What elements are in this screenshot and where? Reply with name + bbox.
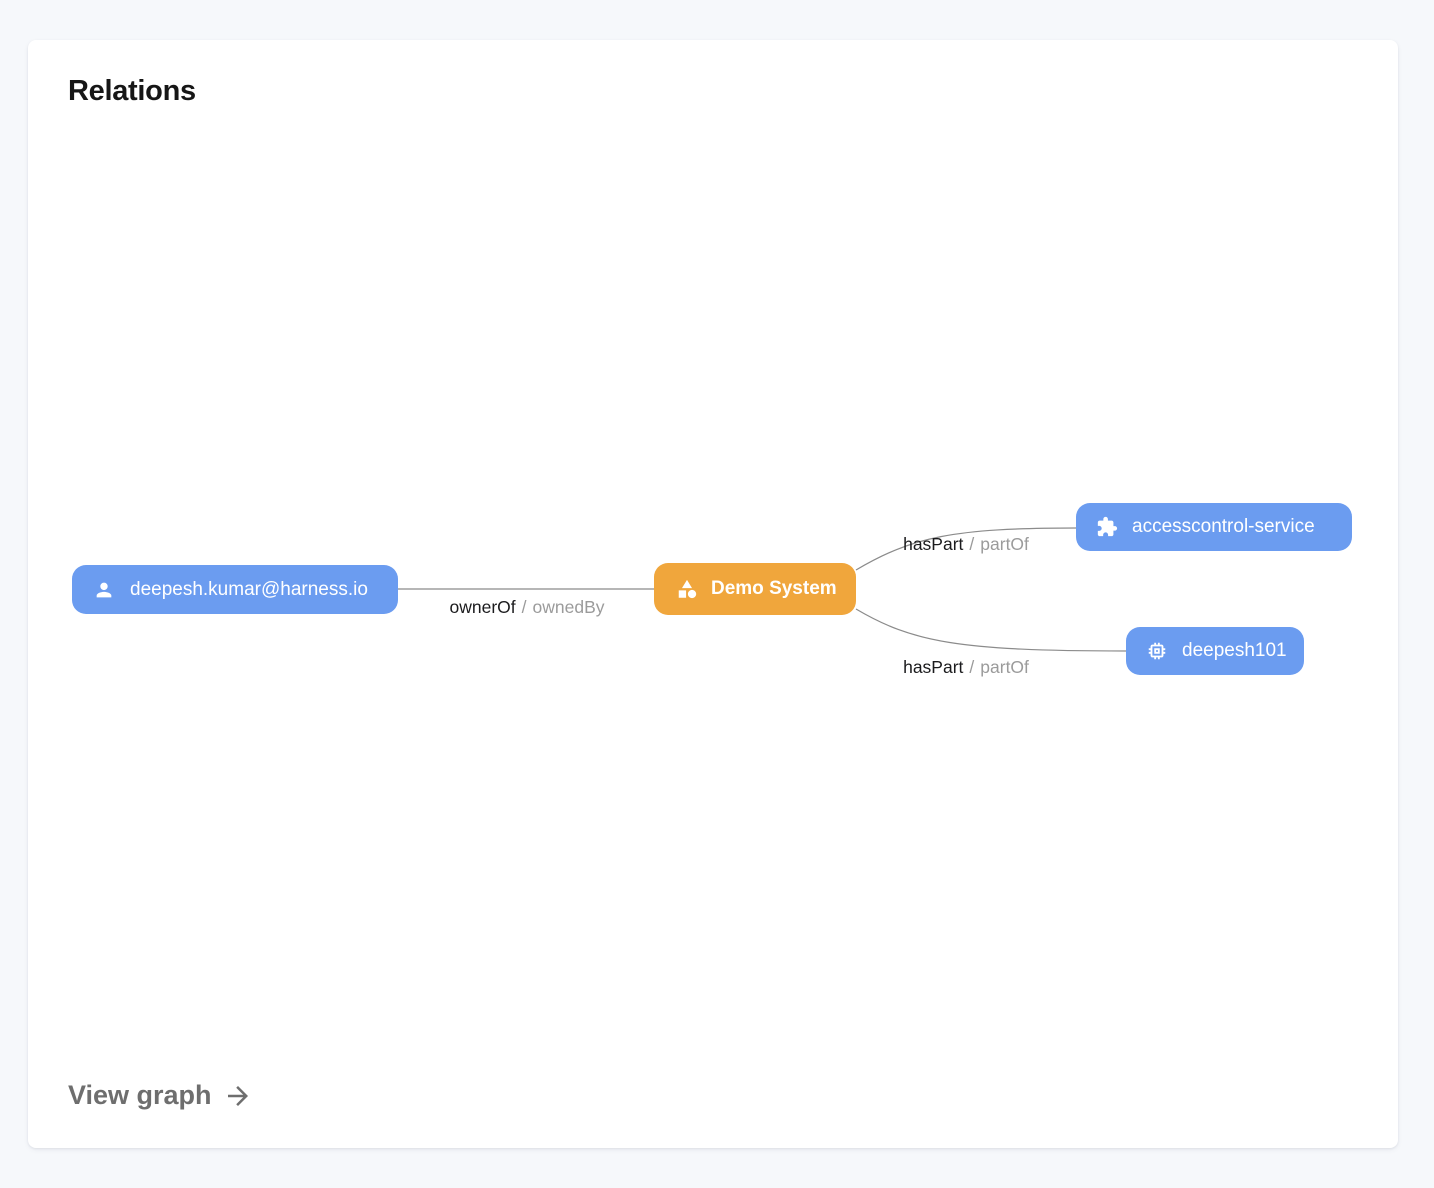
node-demo-system[interactable]: Demo System [654, 563, 856, 615]
view-graph-label: View graph [68, 1079, 212, 1110]
edge-label-primary: hasPart [903, 657, 964, 677]
card-title: Relations [68, 75, 196, 107]
node-deepesh101[interactable]: deepesh101 [1126, 627, 1304, 675]
edge-label-secondary: partOf [980, 657, 1029, 677]
edge-label-separator: / [969, 657, 975, 677]
arrow-right-icon [227, 1086, 248, 1106]
view-graph-link[interactable]: View graph [68, 1079, 253, 1111]
edge-label-secondary: ownedBy [532, 597, 605, 617]
person-icon [96, 582, 112, 597]
extension-icon [1097, 516, 1118, 537]
memory-icon [1148, 642, 1166, 660]
node-user[interactable]: deepesh.kumar@harness.io [72, 565, 398, 614]
node-label: Demo System [711, 578, 837, 599]
edge-label-ownerof: ownerOf / ownedBy [449, 596, 604, 619]
node-label: deepesh.kumar@harness.io [130, 578, 368, 600]
edge-label-secondary: partOf [980, 534, 1029, 554]
node-accesscontrol-service[interactable]: accesscontrol-service [1076, 503, 1352, 551]
relations-graph: deepesh.kumar@harness.io Demo System acc… [28, 40, 1398, 1148]
edge-label-separator: / [969, 534, 975, 554]
edge-haspart-bottom-line [855, 608, 1127, 652]
edge-label-separator: / [521, 597, 527, 617]
node-label: deepesh101 [1182, 640, 1287, 661]
node-label: accesscontrol-service [1132, 516, 1315, 537]
edge-label-haspart-top: hasPart / partOf [903, 533, 1029, 556]
edge-label-haspart-bottom: hasPart / partOf [903, 656, 1029, 679]
relations-card: Relations deepesh.kumar@harness.io Demo … [28, 40, 1398, 1148]
category-icon [678, 579, 697, 599]
edge-label-primary: hasPart [903, 534, 964, 554]
edge-label-primary: ownerOf [449, 597, 516, 617]
